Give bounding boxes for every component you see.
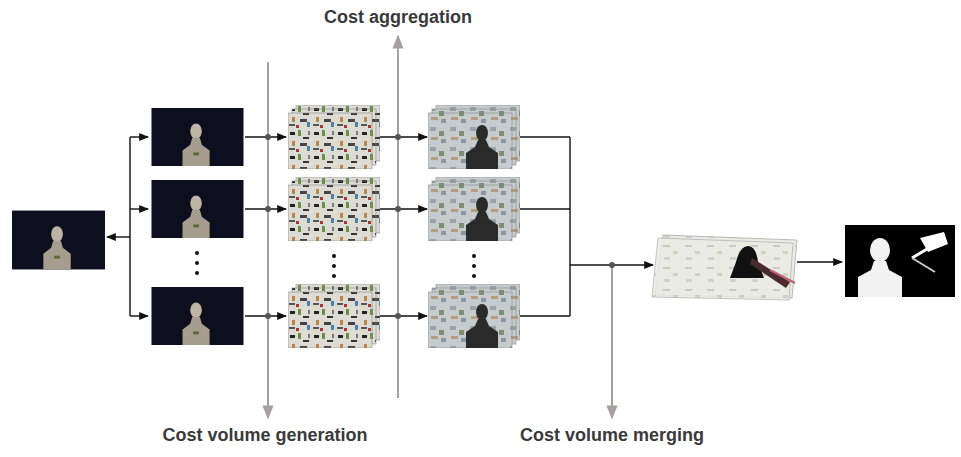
stage-arrows — [268, 36, 612, 418]
disparity-map — [845, 225, 955, 297]
ellipsis-dots — [195, 251, 476, 278]
aggregated-volumes — [428, 105, 520, 348]
input-image — [12, 211, 105, 270]
junction-dots — [265, 134, 615, 319]
shifted-images — [152, 108, 244, 345]
stage-label: Cost aggregation — [321, 6, 475, 28]
stage-label: Cost volume merging — [517, 424, 707, 446]
stage-label: Cost volume generation — [159, 424, 370, 446]
cost-volumes — [288, 105, 380, 348]
merged-volume — [652, 235, 797, 300]
